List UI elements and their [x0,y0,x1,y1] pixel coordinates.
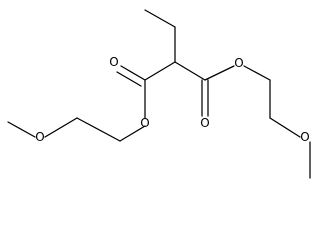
bond-left-o-ch3 [7,121,36,138]
bond-ch-left [144,61,176,81]
bond-left-ch2-o [44,117,78,138]
bond-left-ch2-ch2 [76,117,121,142]
atom-o-carbonyl-right: O [200,116,209,130]
atom-o-ester-left-label: O [140,116,149,130]
bond-left-o-ch2 [119,125,146,142]
atom-o-ether-right: O [300,130,309,144]
atom-o-carbonyl-left: O [109,55,118,69]
atom-o-ether-left: O [35,130,44,144]
bond-left-carbonyl-b [116,71,142,87]
atom-o-carbonyl-left-label: O [109,55,118,69]
bond-right-ch2-o [269,117,301,138]
atom-o-ester-left: O [140,116,149,130]
atom-o-carbonyl-right-label: O [200,116,209,130]
bond-ethyl-ch3 [144,9,176,28]
atom-labels: O O O O O O [35,55,309,144]
bond-lines [7,9,311,179]
atom-o-ester-right: O [234,56,243,70]
bond-ch-right [174,61,206,81]
atom-o-ether-left-label: O [35,130,44,144]
bond-right-o-ch2 [243,65,271,81]
chemical-structure: O O O O O O [7,9,311,179]
bond-right-ester-o [204,65,235,81]
bond-left-carbonyl-a [120,65,146,81]
atom-o-ester-right-label: O [234,56,243,70]
atom-o-ether-right-label: O [300,130,309,144]
